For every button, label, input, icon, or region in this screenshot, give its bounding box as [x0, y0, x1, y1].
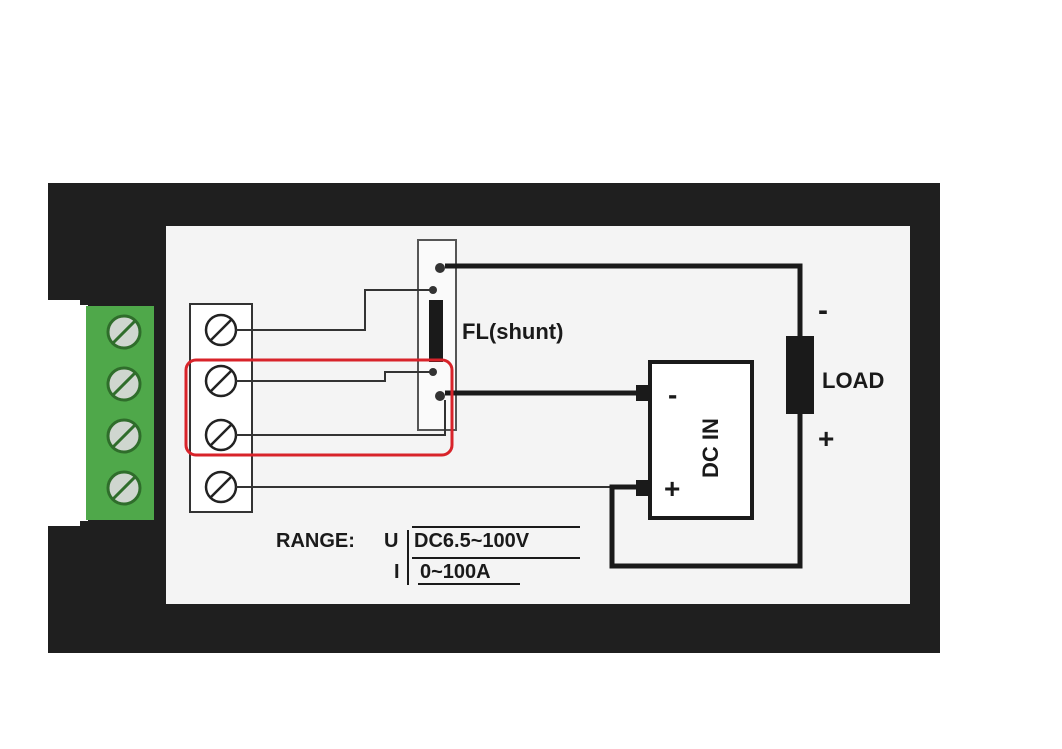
terminal-connector [86, 306, 154, 520]
highlight-box [184, 358, 454, 457]
shunt-resistor [417, 239, 457, 431]
terminal-screw-3 [204, 418, 238, 452]
sense-wires [236, 289, 612, 488]
load-minus-sign: - [818, 294, 828, 327]
load-plus-sign: + [818, 423, 834, 454]
voltage-symbol: U [384, 530, 398, 552]
terminal-screw-4 [204, 470, 238, 504]
range-spec: RANGE: U DC6.5~100V I 0~100A [276, 526, 580, 585]
label-panel [166, 226, 910, 604]
battery-plus-sign: + [664, 473, 680, 504]
load-label: LOAD [822, 368, 884, 393]
terminal-strip [189, 303, 253, 513]
dc-in-label: DC IN [698, 418, 723, 478]
power-wires [445, 263, 803, 569]
voltage-range: DC6.5~100V [414, 530, 530, 552]
battery-minus-sign: - [668, 379, 677, 410]
terminal-screw-2 [204, 364, 238, 398]
shunt-label: FL(shunt) [462, 319, 563, 344]
current-range: 0~100A [420, 561, 491, 583]
terminal-screw-1 [204, 313, 238, 347]
range-prefix: RANGE: [276, 530, 355, 552]
dc-input-battery [636, 360, 754, 520]
load-resistor [786, 336, 814, 414]
current-symbol: I [394, 561, 400, 583]
